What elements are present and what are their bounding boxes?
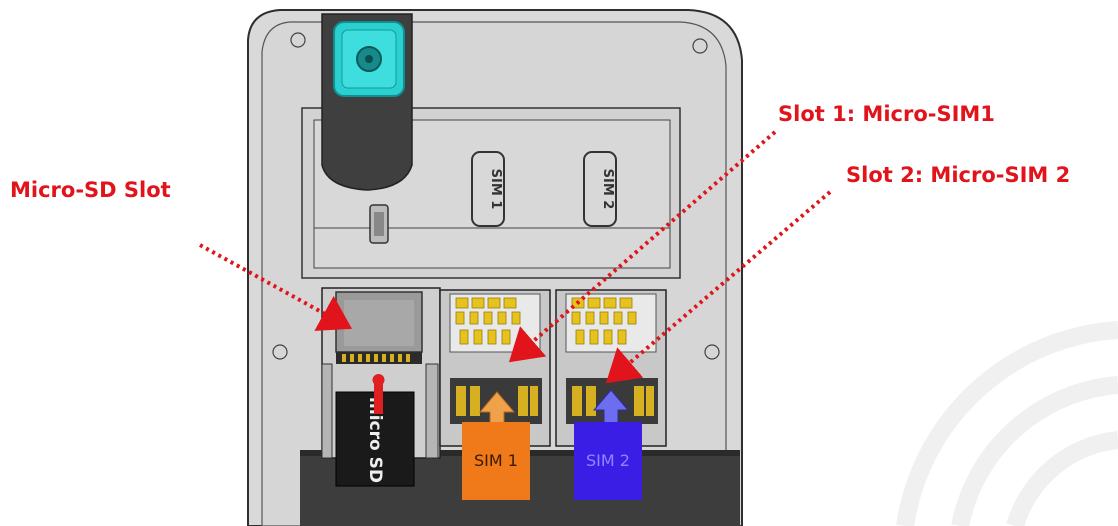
slot2-callout-arrow [605,190,832,384]
sim1-engraving-text: SIM 1 [488,169,503,210]
sim1-card: SIM 1 [462,422,530,500]
sim2-engraving-text: SIM 2 [600,169,615,210]
sim2-card: SIM 2 [574,422,642,500]
microsd-slot-callout: Micro-SD Slot [10,178,171,202]
microsd-insert-arrow [372,374,385,414]
slot1-callout: Slot 1: Micro-SIM1 [778,102,995,126]
sim1-engraving: SIM 1 [471,151,505,227]
sim1-card-label: SIM 1 [474,451,518,470]
screw-holes [272,32,720,360]
slot2-callout: Slot 2: Micro-SIM 2 [846,163,1071,187]
microsd-card-label: micro SD [365,397,385,483]
microsd-card: micro SD [335,391,415,487]
sim2-card-label: SIM 2 [586,451,630,470]
sim2-engraving: SIM 2 [583,151,617,227]
watermark-graphic [896,321,1118,526]
slot1-callout-arrow [508,130,777,363]
